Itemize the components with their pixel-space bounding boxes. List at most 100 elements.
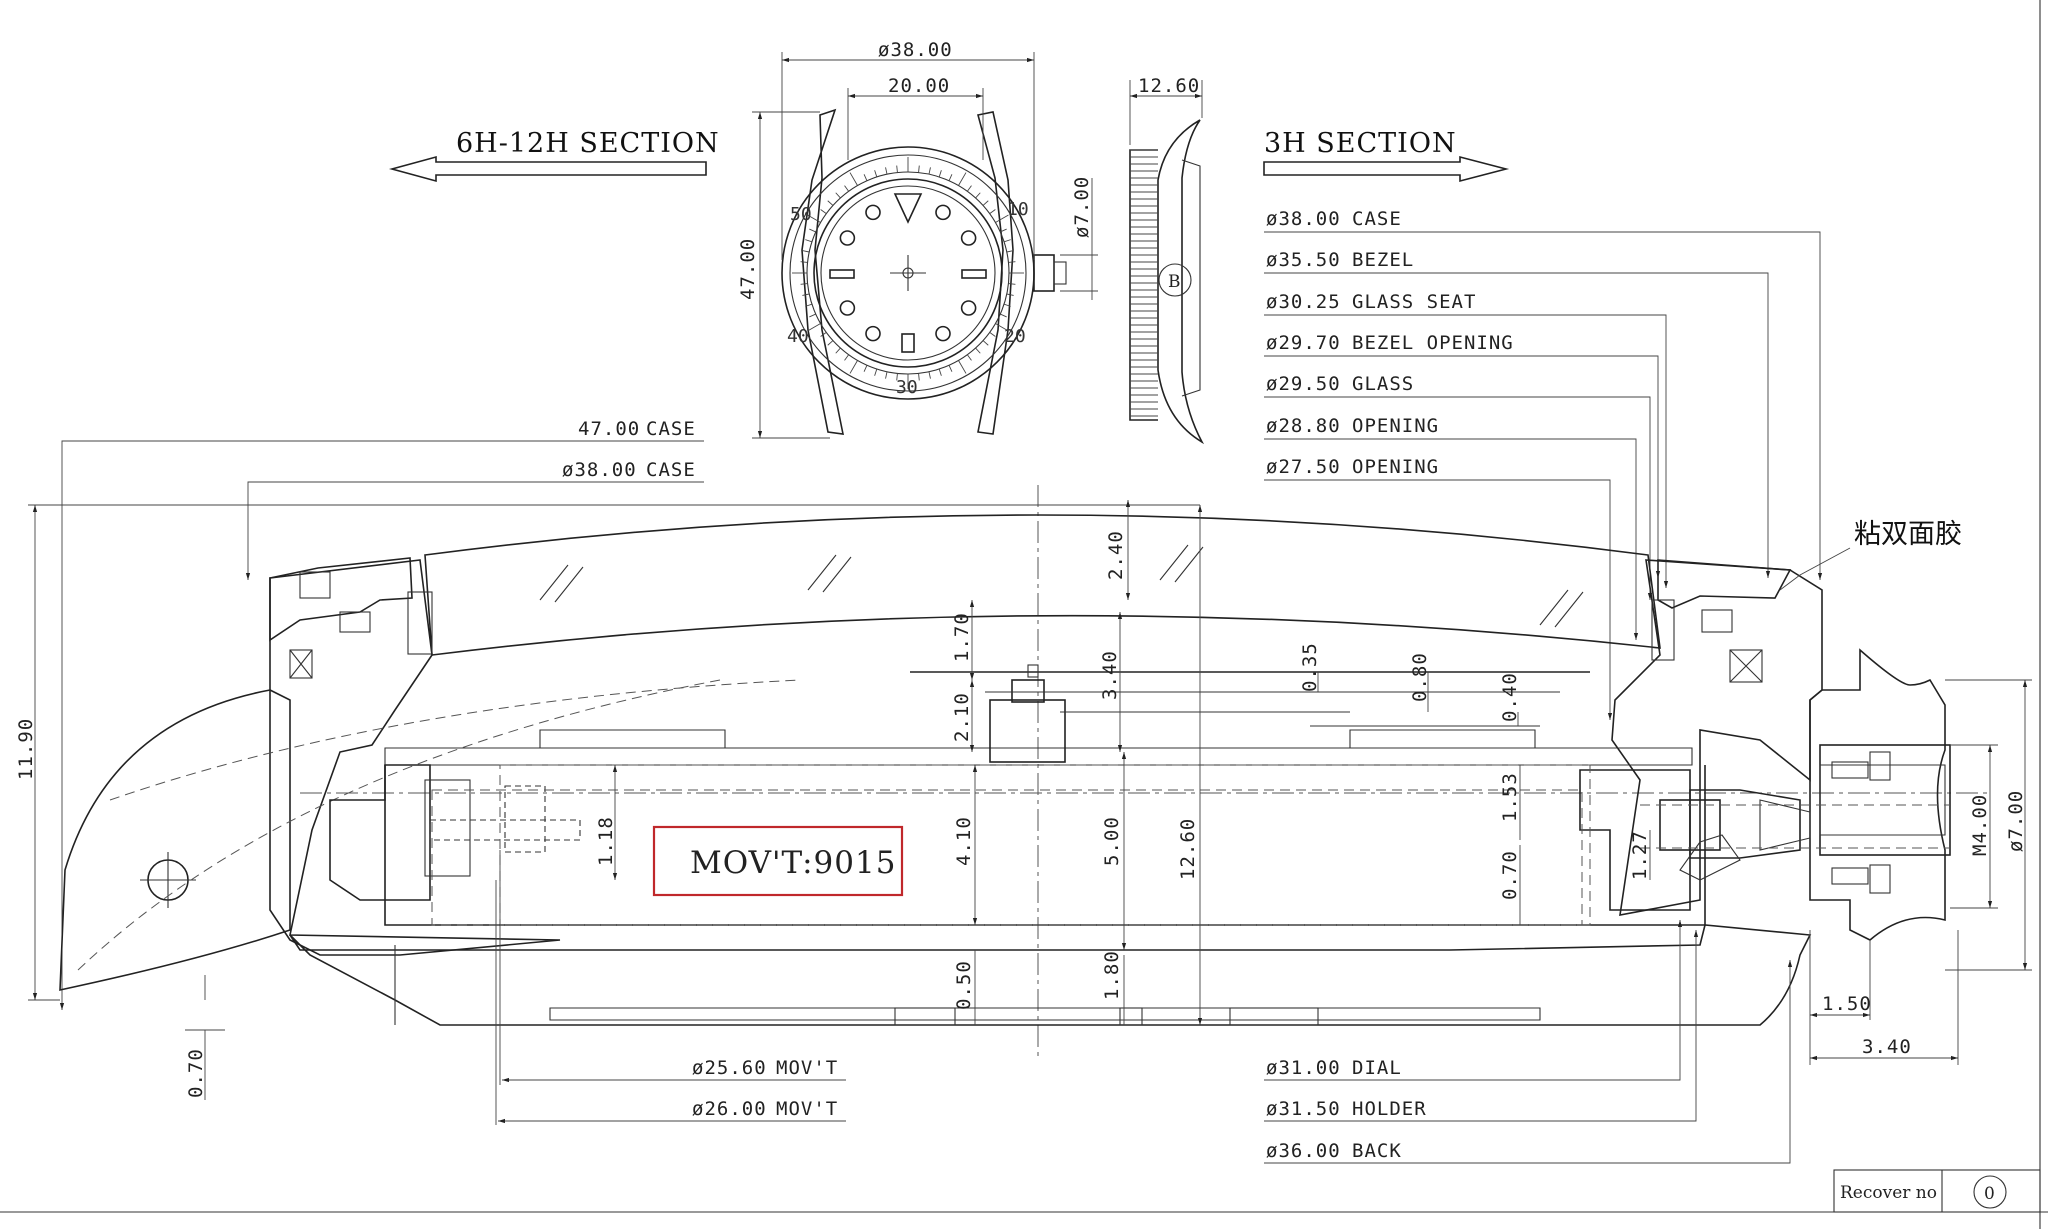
bezel-number-10: 10 [1007, 199, 1029, 220]
svg-text:1.53: 1.53 [1499, 772, 1521, 822]
bezel-tick [982, 340, 989, 346]
bezel-tick [975, 347, 981, 354]
bezel-tick [896, 165, 898, 173]
callout-opening-1: ø28.80 OPENING [1264, 415, 1639, 640]
bezel-tick [820, 332, 827, 337]
svg-text:ø31.00: ø31.00 [1266, 1057, 1341, 1079]
bezel-tick [918, 165, 920, 173]
crystal [424, 514, 1661, 656]
title-block: Recover no 0 [1833, 1169, 2041, 1213]
hour-marker-dot [865, 325, 881, 342]
bezel-tick [849, 172, 858, 186]
dim-case-dia: ø38.00 [878, 39, 953, 61]
bezel-tick [958, 360, 967, 374]
stem [1659, 799, 1721, 851]
callout-opening-2: ø27.50 OPENING [1264, 456, 1613, 720]
svg-text:B: B [1168, 272, 1181, 292]
svg-text:ø25.60: ø25.60 [692, 1057, 767, 1079]
callouts-right: ø38.00 CASE ø35.50 BEZEL ø30.25 GLASS SE… [1264, 208, 1823, 720]
bezel-tick [827, 340, 834, 346]
movement-box: MOV'T:9015 [652, 825, 904, 897]
callout-case: ø38.00 CASE [1264, 208, 1823, 580]
callout-glass-seat: ø30.25 GLASS SEAT [1264, 291, 1669, 588]
svg-text:ø30.25: ø30.25 [1266, 291, 1341, 313]
bezel-tick [896, 373, 898, 381]
crown-logo [1158, 263, 1192, 297]
holder-right [1579, 769, 1691, 911]
bezel-tick [948, 365, 953, 372]
left-lug [59, 689, 291, 991]
svg-text:GLASS SEAT: GLASS SEAT [1352, 291, 1476, 313]
bezel-tick [967, 354, 972, 361]
bezel-tick [1006, 250, 1014, 253]
main-section [59, 485, 1990, 1058]
callout-bezel: ø35.50 BEZEL [1264, 249, 1771, 578]
bezel-tick [844, 185, 849, 192]
bezel-tick [835, 192, 841, 199]
hour-marker-dot [865, 204, 881, 221]
bezel-tick [805, 303, 813, 307]
hand-stack [989, 699, 1066, 763]
bezel-tick [1003, 303, 1011, 307]
hour-marker-dot [839, 230, 856, 246]
svg-text:HOLDER: HOLDER [1352, 1098, 1427, 1120]
bezel-tick [863, 365, 868, 372]
bezel-tick [928, 167, 931, 175]
recover-no-value: 0 [1984, 1184, 1995, 1204]
svg-text:1.18: 1.18 [595, 816, 617, 866]
svg-text:2.40: 2.40 [1105, 530, 1127, 580]
callout-glass: ø29.50 GLASS [1264, 373, 1653, 600]
svg-text:BEZEL: BEZEL [1352, 249, 1414, 271]
right-section-title: 3H SECTION [1264, 128, 1457, 159]
callouts-left: 47.00 CASE ø38.00 CASE [59, 418, 704, 1010]
bezel-knurl [1130, 149, 1158, 417]
bezel-tick [800, 261, 808, 263]
right-case [1611, 559, 1823, 916]
bezel-tick [807, 214, 821, 223]
svg-text:BACK: BACK [1352, 1140, 1402, 1162]
bezel-tick [928, 371, 931, 379]
bezel-tick [809, 313, 816, 318]
svg-text:ø38.00: ø38.00 [1266, 208, 1341, 230]
svg-text:3.40: 3.40 [1862, 1036, 1912, 1058]
holder-left [329, 764, 431, 901]
svg-text:ø29.70: ø29.70 [1266, 332, 1341, 354]
svg-text:0.35: 0.35 [1299, 642, 1321, 692]
bezel-tick [989, 209, 996, 214]
side-view: B 12.60 [1129, 75, 1205, 445]
svg-text:ø29.50: ø29.50 [1266, 373, 1341, 395]
svg-text:ø36.00: ø36.00 [1266, 1140, 1341, 1162]
bezel-tick [844, 354, 849, 361]
bezel-tick [938, 368, 942, 376]
bezel-tick [967, 185, 972, 192]
svg-text:MOV'T: MOV'T [776, 1098, 838, 1120]
callout-bezel-opening: ø29.70 BEZEL OPENING [1264, 332, 1661, 578]
bezel-number-20: 20 [1004, 326, 1026, 347]
bezel-number-30: 30 [896, 377, 918, 398]
bezel-tick [995, 323, 1009, 332]
bezel-tick [885, 371, 888, 379]
svg-text:0.50: 0.50 [953, 960, 975, 1010]
dim-thickness: 12.60 [1138, 75, 1200, 97]
bezel-tick [948, 174, 953, 181]
svg-text:ø7.00: ø7.00 [2005, 790, 2027, 852]
note-double-sided-tape: 粘双面胶 [1854, 519, 1962, 550]
svg-text:OPENING: OPENING [1352, 415, 1439, 437]
9-oclock-bar [829, 269, 855, 279]
svg-text:11.90: 11.90 [15, 718, 37, 780]
hour-marker-dot [960, 300, 977, 316]
svg-text:OPENING: OPENING [1352, 456, 1439, 478]
bezel-number-50: 50 [790, 204, 812, 225]
bezel-tick [827, 200, 834, 206]
svg-text:GLASS: GLASS [1352, 373, 1414, 395]
bezel-tick [958, 172, 967, 186]
svg-text:CASE: CASE [646, 418, 696, 440]
adhesive-note: 粘双面胶 [1779, 519, 1962, 591]
dim-height: 47.00 [737, 238, 759, 300]
svg-text:ø38.00: ø38.00 [562, 459, 637, 481]
svg-text:M4.00: M4.00 [1969, 794, 1991, 856]
bezel-tick [874, 170, 878, 178]
svg-text:ø31.50: ø31.50 [1266, 1098, 1341, 1120]
bezel-tick [800, 283, 808, 285]
dial-plate [384, 747, 1693, 766]
